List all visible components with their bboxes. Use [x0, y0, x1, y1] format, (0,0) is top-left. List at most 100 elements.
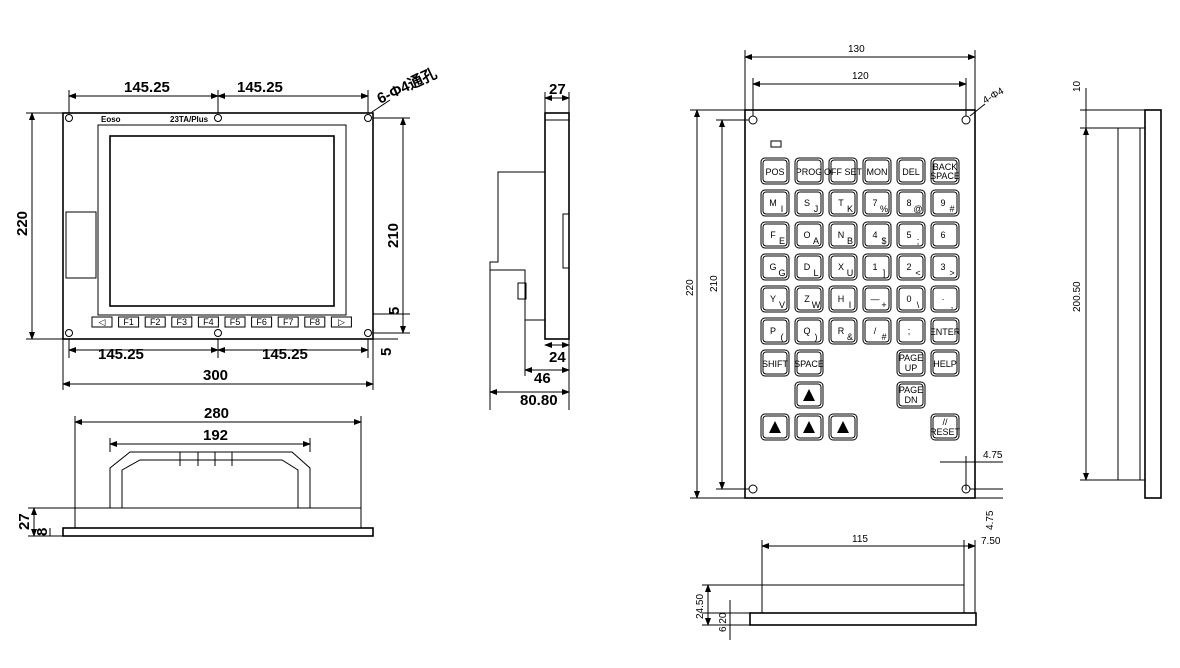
key-sublabel: A — [813, 236, 819, 246]
key-3-1[interactable]: DL — [794, 253, 824, 281]
key-2-1[interactable]: OA — [794, 221, 824, 249]
key-1-4[interactable]: 8@ — [896, 189, 926, 217]
key-sublabel: $ — [881, 236, 886, 246]
key-4-4[interactable]: 0\ — [896, 285, 926, 313]
softkey-9[interactable]: ▷ — [330, 316, 352, 328]
dim-kpb-small: 6.20 — [718, 612, 729, 632]
bottom-bracket — [109, 451, 311, 508]
arrow-key-right[interactable] — [828, 413, 858, 441]
key-0-1[interactable]: PROG — [794, 157, 824, 185]
key-0-3[interactable]: MON — [862, 157, 892, 185]
key-5-5[interactable]: ENTER — [930, 317, 961, 345]
softkey-8[interactable]: F8 — [304, 316, 326, 328]
key-label: X — [838, 262, 844, 272]
softkey-5[interactable]: F5 — [224, 316, 246, 328]
lcd-side-connector — [65, 211, 97, 279]
key-2-4[interactable]: 5; — [896, 221, 926, 249]
key-sublabel: % — [880, 204, 888, 214]
key-label: H — [838, 294, 845, 304]
key-3-5[interactable]: 3> — [930, 253, 960, 281]
key-1-1[interactable]: SJ — [794, 189, 824, 217]
softkey-2[interactable]: F2 — [144, 316, 166, 328]
key-2-0[interactable]: FE — [760, 221, 790, 249]
key-1-2[interactable]: TK — [828, 189, 858, 217]
softkey-label: F8 — [310, 317, 321, 327]
key-2-5[interactable]: 6_ — [930, 221, 960, 249]
key-label: Y — [770, 294, 776, 304]
kp-hole-note: 4-Φ4 — [981, 86, 1006, 107]
key-3-3[interactable]: 1] — [862, 253, 892, 281]
key-label: Z — [804, 294, 810, 304]
softkey-label: F2 — [150, 317, 161, 327]
arrow-key-down[interactable] — [794, 413, 824, 441]
key-1-5[interactable]: 9# — [930, 189, 960, 217]
dim-kps-top: 10 — [1072, 80, 1083, 92]
key-sublabel: ( — [781, 332, 784, 342]
key-sublabel: , — [951, 300, 954, 310]
key-2-3[interactable]: 4$ — [862, 221, 892, 249]
key-5-2[interactable]: R& — [828, 317, 858, 345]
key-1-0[interactable]: MI — [760, 189, 790, 217]
key-3-2[interactable]: XU — [828, 253, 858, 281]
key-label: M — [769, 198, 777, 208]
reset-key[interactable]: //RESET — [930, 413, 961, 441]
key-0-4[interactable]: DEL — [896, 157, 926, 185]
key-label: RESET — [930, 427, 961, 437]
key-0-0[interactable]: POS — [760, 157, 790, 185]
dim-bottom-height: 27 — [16, 513, 33, 530]
key-0-2[interactable]: OFF SET — [824, 157, 863, 185]
key-5-4[interactable]: ;_ — [896, 317, 926, 345]
kp-side-plate — [1144, 109, 1162, 499]
key-4-2[interactable]: HI — [828, 285, 858, 313]
mount-hole — [748, 484, 758, 494]
key-5-0[interactable]: P( — [760, 317, 790, 345]
softkey-6[interactable]: F6 — [251, 316, 273, 328]
softkey-label: ◁ — [99, 317, 106, 327]
up-arrow-icon — [803, 389, 815, 401]
key-label: SPACE — [794, 359, 824, 369]
key-sublabel: ] — [883, 268, 886, 278]
key-4-3[interactable]: —+ — [862, 285, 892, 313]
key-label: P — [770, 326, 776, 336]
key-5-1[interactable]: Q) — [794, 317, 824, 345]
space-key[interactable]: SPACE — [794, 349, 824, 377]
softkey-7[interactable]: F7 — [277, 316, 299, 328]
key-1-3[interactable]: 7% — [862, 189, 892, 217]
key-sublabel: G — [778, 268, 785, 278]
key-4-0[interactable]: YV — [760, 285, 790, 313]
softkey-1[interactable]: F1 — [118, 316, 140, 328]
key-sublabel: I — [781, 204, 784, 214]
dim-kpb-height: 24.50 — [695, 594, 706, 619]
shift-key[interactable]: SHIFT — [760, 349, 790, 377]
key-4-1[interactable]: ZW — [794, 285, 824, 313]
dim-side-d1: 24 — [549, 349, 566, 366]
lcd-hole-note: 6-Φ4通孔 — [375, 65, 440, 107]
dim-side-d2: 46 — [534, 370, 551, 387]
dim-kp-inner-h: 210 — [709, 275, 720, 292]
bottom-plate — [62, 527, 374, 537]
dim-top-left: 145.25 — [124, 79, 170, 96]
key-label: ; — [908, 326, 911, 336]
key-label: Q — [803, 326, 810, 336]
softkey-3[interactable]: F3 — [171, 316, 193, 328]
arrow-key-up[interactable] — [794, 381, 824, 409]
softkey-0[interactable]: ◁ — [91, 316, 113, 328]
softkey-label: F4 — [203, 317, 214, 327]
key-label: 7 — [872, 198, 877, 208]
lcd-side-view: 27 24 46 80.80 — [489, 81, 570, 410]
help-key[interactable]: HELP — [930, 349, 960, 377]
softkey-4[interactable]: F4 — [197, 316, 219, 328]
key-3-4[interactable]: 2< — [896, 253, 926, 281]
key-label: UP — [905, 363, 918, 373]
keypad-bottom-view: 115 7.50 24.50 6.20 — [695, 534, 1001, 640]
key-2-2[interactable]: NB — [828, 221, 858, 249]
dim-kpb-width: 115 — [852, 534, 868, 545]
arrow-key-left[interactable] — [760, 413, 790, 441]
key-3-0[interactable]: GG — [760, 253, 790, 281]
key-sublabel: L — [813, 268, 818, 278]
key-5-3[interactable]: /# — [862, 317, 892, 345]
key-4-5[interactable]: ·, — [930, 285, 960, 313]
